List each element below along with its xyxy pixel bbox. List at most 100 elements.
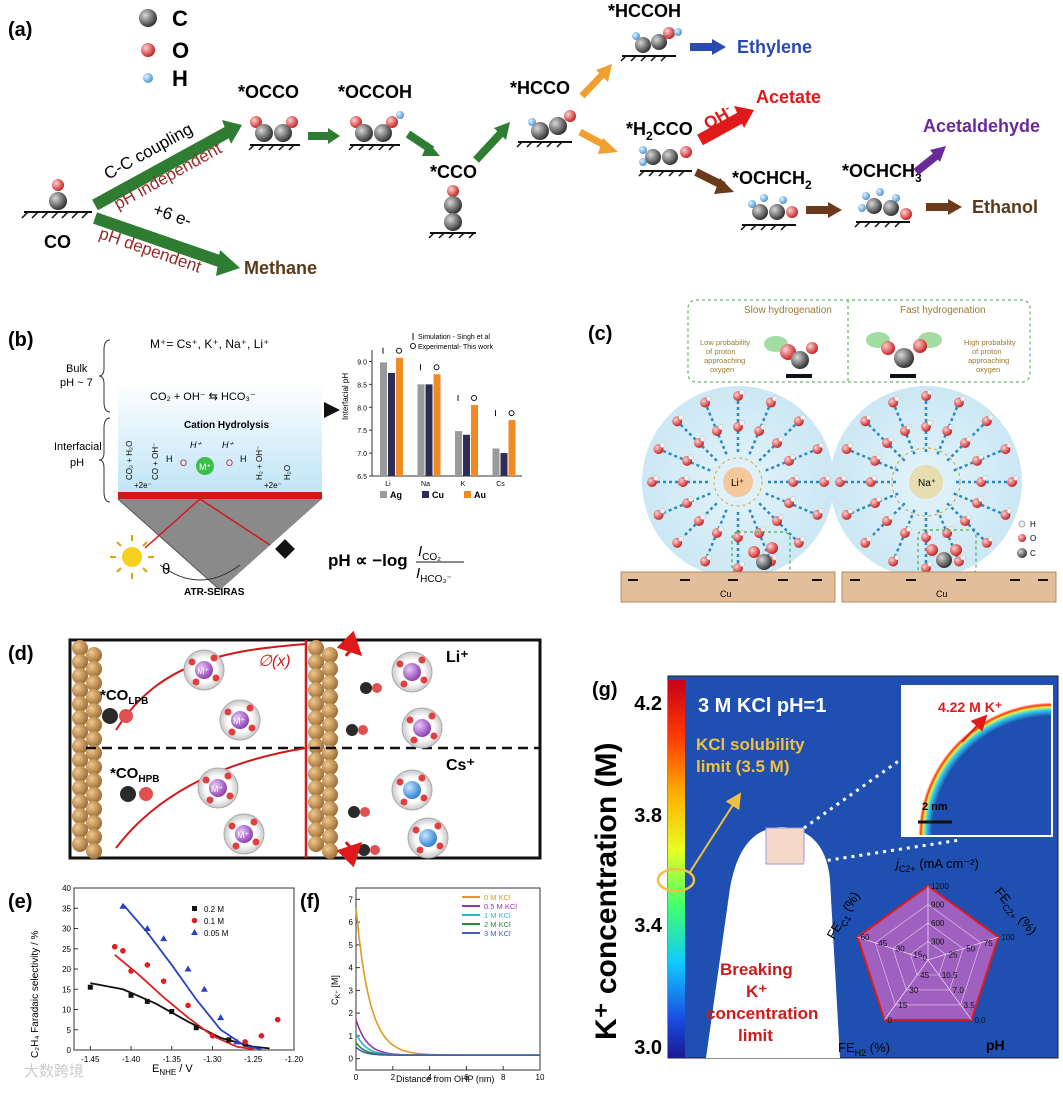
detector-icon [275,539,295,559]
radar-gridline [910,941,946,976]
interfacial-label: Interfacial [54,441,102,453]
occoh-label: *OCCOH [338,82,412,102]
fast-hydrogenation-label: Fast hydrogenation [900,305,986,316]
water-hydrogen [684,475,690,481]
water-hydrogen [678,536,684,542]
radar-axis-label: 60 [861,933,870,942]
c2h4-selectivity-chart: -1.45-1.40-1.35-1.30-1.25-1.200510152025… [62,884,304,1064]
li-inner-shell [713,457,763,507]
cation-label: M⁺ [237,830,249,840]
six-e-label: +6 e- [151,200,194,231]
legend-swatch-ag [380,491,387,498]
water-oxygen [224,708,232,716]
i-co2-label: ICO₂ [418,543,441,563]
radar-axis-label: 10.5 [942,971,958,980]
chart-f-xtick-label: 8 [501,1073,506,1082]
panel-c-label: (c) [588,323,612,345]
svg-text:H⁺: H⁺ [222,440,234,450]
breaking-line-3: concentration [706,1004,818,1023]
water-oxygen [228,728,236,736]
chart-b-category-label: Li [385,481,391,488]
radar-axis-label: 30 [896,945,905,954]
water-hydrogen [847,508,854,514]
water-hydrogen [653,475,659,481]
svg-text:H₂ + OH⁻: H₂ + OH⁻ [255,446,264,480]
bulk-ph-label: pH ~ 7 [60,377,93,389]
water-hydrogen [790,454,796,460]
copper-atom [86,717,102,733]
point-0-1m [120,947,126,954]
point-0-1m [185,1002,191,1009]
electrode-film [118,492,322,499]
hcco-label: *HCCO [510,78,570,98]
water-hydrogen [772,395,778,402]
solubility-line-2: limit (3.5 M) [696,757,790,776]
ochch2-arrow-head [828,202,842,218]
cco-label: *CCO [430,162,477,182]
high-prob-2: of proton [972,347,1002,356]
legend-label-0: 0 M KCl [484,893,511,902]
i-hco3-label: IHCO₃⁻ [416,565,452,585]
chart-f-ytick-label: 7 [349,895,354,904]
legend-label-ag: Ag [390,490,402,500]
cation-core [403,781,421,799]
bar-cs-cu [500,453,508,476]
copper-atom [308,780,324,796]
h2cco-molecule-icon [638,146,692,177]
water-hydrogen [718,526,724,532]
water-oxygen [400,798,408,806]
cation-label: M⁺ [197,666,209,676]
copper-atom [308,766,324,782]
water-hydrogen [772,554,778,561]
condition-title: 3 M KCl pH=1 [698,695,826,717]
ochch2-molecule-icon [740,194,798,231]
copper-atom [86,675,102,691]
cation-label: M⁺ [233,716,245,726]
radar-spoke [927,936,999,961]
chart-e-ytick-label: 5 [67,1026,72,1035]
experimental-marker [396,347,402,354]
li-label: Li⁺ [446,649,469,666]
co-molecule-icon [21,179,92,219]
radar-axis-label: 600 [931,919,945,928]
water-oxygen [412,826,420,834]
copper-atom [86,773,102,789]
copper-atom [322,759,338,775]
copper-atom [308,710,324,726]
water-hydrogen [739,389,745,395]
copper-atom [322,815,338,831]
copper-atom [72,766,88,782]
cations-label: M⁺= Cs⁺, K⁺, Na⁺, Li⁺ [150,337,269,351]
na-adsorbate-icon [926,544,962,568]
point-0-05m [184,965,192,972]
water-network [647,389,1019,573]
adsorbed-oxygen [360,807,370,817]
svg-text:M⁺: M⁺ [199,462,211,472]
chart-e-ytick-label: 20 [62,965,71,974]
copper-atom [322,787,338,803]
chart-e-ytick-label: 40 [62,884,71,893]
point-0-05m [233,1038,241,1045]
copper-atom [72,822,88,838]
zoom-line-lower [803,838,961,866]
svg-text:+2e⁻: +2e⁻ [264,481,282,490]
acetaldehyde-label: Acetaldehyde [923,116,1040,136]
svg-text:H⁺: H⁺ [190,440,202,450]
copper-atom [308,696,324,712]
chart-e-ylabel: C₂H₄ Faradaic selectivity / % [30,930,41,1058]
bulk-label: Bulk [66,363,88,375]
carbon-legend-icon [139,9,157,27]
water-hydrogen [739,420,745,426]
bar-na-au [433,374,441,476]
adsorbed-oxygen [372,683,382,693]
hcco-molecule-icon [516,110,576,148]
copper-atom [308,822,324,838]
water-hydrogen [800,414,806,420]
water-oxygen [420,676,428,684]
point-0-05m [119,902,127,909]
legend-o: O [172,38,189,63]
na-ion [909,465,943,499]
svg-text:O: O [226,458,233,468]
